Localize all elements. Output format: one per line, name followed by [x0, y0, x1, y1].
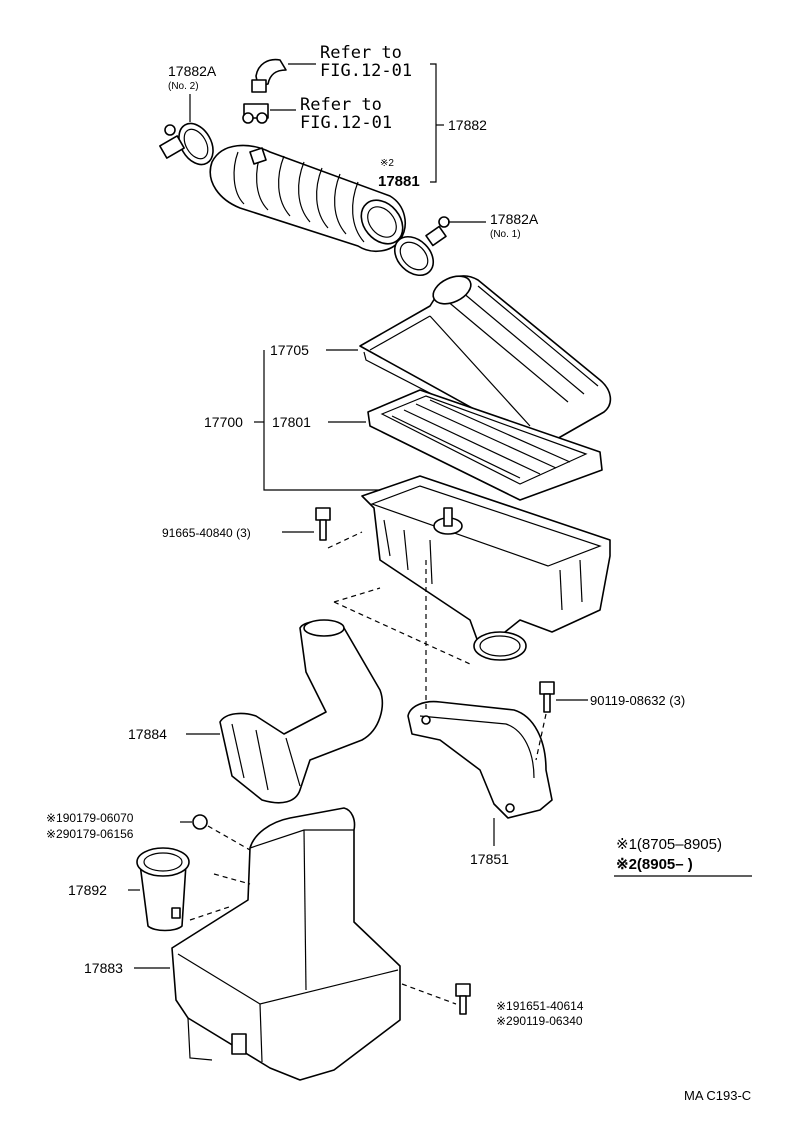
label-17882: 17882 — [448, 117, 487, 133]
label-91651-40614: ※191651-40614 — [496, 999, 584, 1013]
label-17801: 17801 — [272, 414, 311, 430]
label-90179-06156: ※290179-06156 — [46, 827, 134, 841]
label-90179-06070: ※190179-06070 — [46, 811, 134, 825]
vacuum-fitting-lower — [242, 103, 269, 124]
ref-upper-line1: Refer to — [320, 43, 402, 63]
bolt-91665 — [315, 507, 331, 541]
legend-item-1: ※1(8705–8905) — [616, 836, 722, 853]
air-cleaner-case — [361, 475, 611, 661]
ref-lower-line2: FIG.12-01 — [300, 113, 392, 133]
hose-clamp-no1 — [393, 216, 450, 277]
label-17882A-no1-sub: (No. 1) — [490, 229, 521, 240]
label-90119-08632: 90119-08632 (3) — [590, 693, 685, 708]
label-17881: 17881 — [378, 173, 420, 190]
label-17884: 17884 — [128, 726, 167, 742]
ref-upper-line2: FIG.12-01 — [320, 61, 412, 81]
figure-code: MA C193-C — [684, 1088, 751, 1103]
label-17882A-no1: 17882A — [490, 211, 539, 227]
bolt-90119-08632 — [539, 681, 555, 713]
hose-clamp-no2 — [159, 122, 214, 166]
hose-fitting-90179 — [192, 814, 208, 830]
legend-item-2: ※2(8905– ) — [616, 856, 693, 873]
air-duct — [219, 619, 384, 804]
label-17700: 17700 — [204, 414, 243, 430]
label-91665-40840: 91665-40840 (3) — [162, 526, 251, 540]
air-cleaner-bracket — [407, 700, 553, 819]
label-17882A-no2: 17882A — [168, 63, 217, 79]
label-17851: 17851 — [470, 851, 509, 867]
label-17705: 17705 — [270, 342, 309, 358]
ref-lower-line1: Refer to — [300, 95, 382, 115]
label-90119-06340: ※290119-06340 — [496, 1014, 583, 1028]
label-17882A-no2-sub: (No. 2) — [168, 81, 199, 92]
bolt-91651 — [455, 983, 471, 1015]
air-filter-element — [367, 389, 603, 501]
label-17883: 17883 — [84, 960, 123, 976]
label-17892: 17892 — [68, 882, 107, 898]
legend: ※1(8705–8905) ※2(8905– ) — [614, 836, 752, 877]
vacuum-fitting-upper — [251, 58, 287, 93]
resonator-case — [171, 807, 401, 1081]
label-17881-mark: ※2 — [380, 158, 394, 169]
air-cleaner-cap — [359, 275, 612, 449]
resonator-tube — [136, 847, 190, 932]
